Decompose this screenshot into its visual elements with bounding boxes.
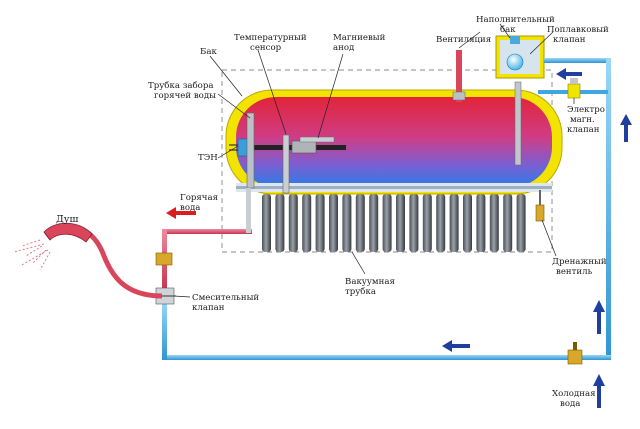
- vacuum-tube: [422, 194, 432, 252]
- label-ventilation: Вентиляция: [436, 35, 491, 45]
- arrow-up-1: [620, 114, 632, 142]
- shower-head: [43, 222, 93, 243]
- labels: Бак Трубка забора горячей воды Температу…: [56, 15, 612, 409]
- arrow-up-2: [593, 300, 605, 334]
- vacuum-tube: [516, 194, 526, 252]
- vacuum-tube: [355, 194, 365, 252]
- label-heater: ТЭН: [198, 153, 218, 163]
- vacuum-tube: [449, 194, 459, 252]
- leader-lines: [173, 23, 575, 298]
- label-shower: Душ: [56, 214, 78, 225]
- arrow-hot-out: [166, 207, 196, 219]
- label-float-valve: Поплавковый клапан: [547, 25, 612, 45]
- label-hot-pipe: Трубка забора горячей воды: [148, 80, 216, 101]
- vacuum-tube: [409, 194, 419, 252]
- vacuum-tube: [369, 194, 379, 252]
- vacuum-tube: [262, 194, 271, 252]
- spray-line: [19, 249, 49, 267]
- label-vacuum-tube: Вакуумная трубка: [345, 277, 398, 297]
- vacuum-tube: [302, 194, 312, 252]
- float-ball: [506, 53, 524, 71]
- hot-water-pipes: [162, 229, 252, 289]
- vacuum-tube: [382, 194, 392, 252]
- cold-inlet-valve: [567, 342, 583, 365]
- arrow-cold-left: [442, 340, 470, 352]
- float-rod: [514, 81, 522, 166]
- drain-valve-body: [535, 204, 545, 222]
- spray-line: [13, 243, 45, 253]
- vacuum-tubes: [262, 194, 526, 252]
- label-tank: Бак: [200, 47, 217, 57]
- vacuum-tube: [342, 194, 352, 252]
- shower-spray: [13, 239, 51, 271]
- label-temp-sensor: Температурный сенсор: [234, 33, 309, 53]
- vacuum-tube: [476, 194, 486, 252]
- vacuum-tube: [436, 194, 446, 252]
- arrow-cold-in: [556, 68, 582, 80]
- storage-tank: [225, 89, 563, 195]
- label-drain-valve: Дренажный вентиль: [552, 257, 609, 277]
- fill-tank: [495, 35, 545, 79]
- flow-arrows: [166, 68, 632, 408]
- vacuum-tube: [396, 194, 405, 252]
- mixing-valve: [155, 287, 176, 305]
- spray-line: [25, 245, 43, 257]
- label-hot-water: Горячая вода: [180, 193, 221, 213]
- label-cold-water: Холодная вода: [552, 389, 598, 409]
- vacuum-tube: [489, 194, 499, 252]
- spray-line: [21, 239, 41, 247]
- hot-intake-pipe: [246, 112, 255, 189]
- vacuum-tube: [329, 194, 338, 252]
- vacuum-tube: [275, 194, 285, 252]
- label-solenoid-valve: Электро магн. клапан: [567, 105, 608, 135]
- arrow-up-3: [593, 374, 605, 408]
- solenoid-valve: [567, 78, 581, 99]
- vacuum-tube: [315, 194, 325, 252]
- label-fill-tank: Наполнительный бак: [476, 15, 557, 35]
- vacuum-tube: [503, 194, 513, 252]
- label-anode: Магниевый анод: [333, 33, 388, 53]
- spray-line: [39, 251, 51, 271]
- temperature-sensor: [282, 134, 290, 194]
- vacuum-tube: [288, 194, 298, 252]
- ventilation-pipe: [456, 50, 462, 102]
- magnesium-anode: [299, 136, 335, 143]
- label-mixing-valve: Смесительный клапан: [192, 293, 262, 313]
- spray-line: [31, 249, 47, 265]
- hot-outlet-valve: [155, 252, 173, 266]
- vacuum-tube: [463, 194, 472, 252]
- hot-outlet-riser: [246, 188, 251, 233]
